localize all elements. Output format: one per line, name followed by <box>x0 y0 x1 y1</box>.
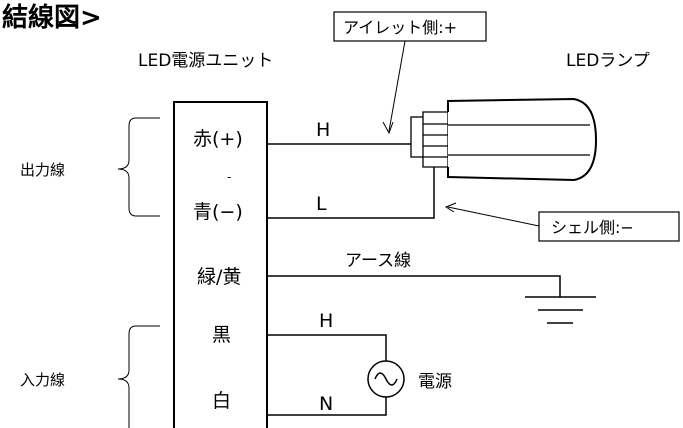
output-group-bracket <box>117 117 160 217</box>
diagram-title: 結線図> <box>2 2 102 33</box>
wire-H-in-label: H <box>319 310 333 332</box>
lamp-screw-base <box>422 111 449 168</box>
callout-eyelet-leader <box>388 40 406 132</box>
callout-shell-box <box>538 211 680 242</box>
wire-H-out-label: H <box>316 119 330 141</box>
lamp-body <box>447 97 598 182</box>
led-lamp <box>410 97 598 182</box>
terminal-white: 白 <box>212 390 231 412</box>
wire-N-in <box>267 397 387 416</box>
unit-label: LED電源ユニット <box>138 51 273 71</box>
terminal-blue: 青(−) <box>193 201 243 223</box>
callout-shell-arrowhead <box>444 202 457 213</box>
terminal-green-yellow: 緑/黄 <box>197 266 241 288</box>
wire-N-in-label: N <box>319 393 333 415</box>
callout-shell-text: シェル側:− <box>551 218 634 237</box>
callout-eyelet-box <box>333 11 487 42</box>
wire-earth <box>267 275 561 297</box>
callout-eyelet-text: アイレット側:+ <box>343 18 457 37</box>
wire-H-in <box>267 334 387 361</box>
wire-L-out <box>267 158 435 219</box>
power-unit-box <box>173 101 268 428</box>
ground-symbol <box>525 296 596 324</box>
callout-eyelet-arrowhead <box>382 121 394 135</box>
terminal-red: 赤(+) <box>193 128 243 150</box>
wire-L-out-label: L <box>316 193 327 215</box>
ac-sine-wave-icon <box>374 372 398 386</box>
callout-shell-leader <box>447 206 540 227</box>
input-group-bracket <box>117 325 160 428</box>
input-group-label: 入力線 <box>20 371 65 389</box>
output-group-label: 出力線 <box>20 161 65 179</box>
terminal-dash: - <box>227 170 231 184</box>
terminal-black: 黒 <box>212 324 231 346</box>
wire-earth-label: アース線 <box>345 251 411 271</box>
lamp-label: LEDランプ <box>566 51 650 71</box>
power-label: 電源 <box>418 372 452 392</box>
